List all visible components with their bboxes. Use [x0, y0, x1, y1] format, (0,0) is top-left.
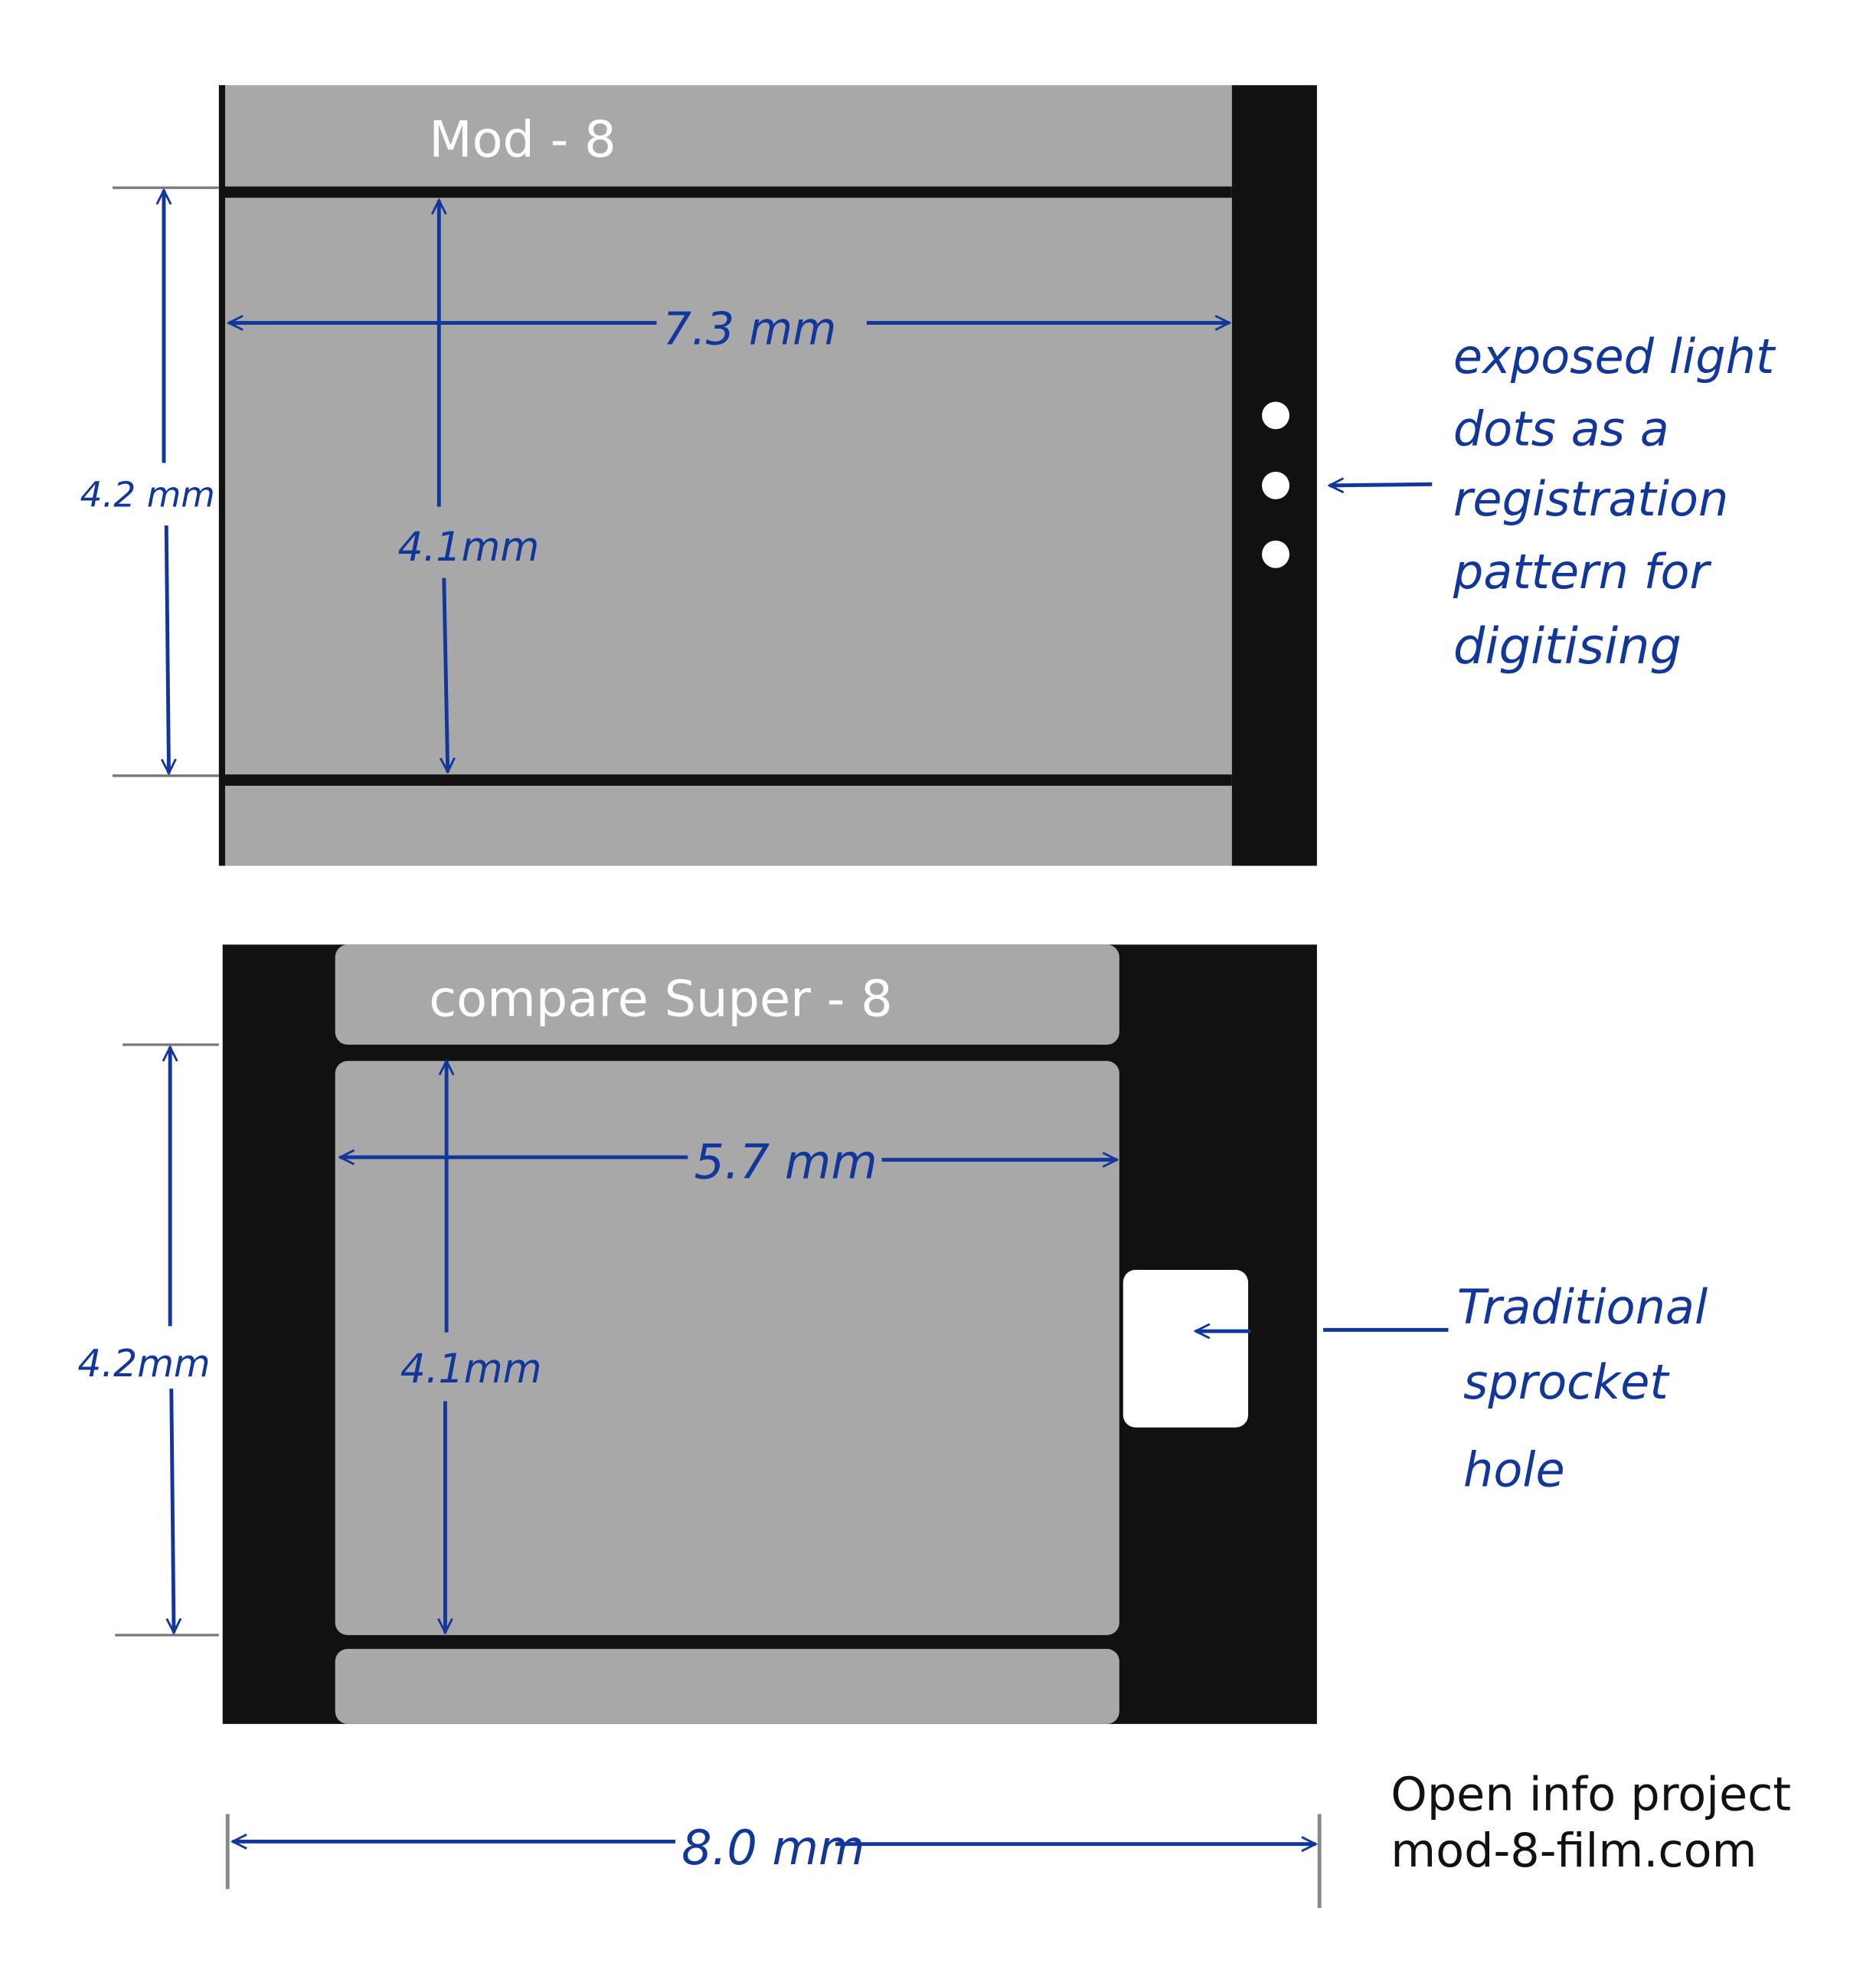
- film-width-dimension: 8.0 mm: [225, 1814, 1322, 1908]
- super8-film-strip: compare Super - 8: [222, 944, 1317, 1724]
- mod8-pitch-label: 4.2 mm: [80, 475, 215, 515]
- mod8-annotation-line: pattern for: [1453, 544, 1712, 600]
- registration-dot: [1262, 471, 1289, 499]
- mod8-frame-line-bottom: [221, 774, 1232, 786]
- mod8-height-arrow-down: [444, 577, 448, 772]
- footer-line-1: Open info project: [1391, 1768, 1791, 1822]
- mod8-annotation-line: dots as a: [1453, 401, 1669, 457]
- sprocket-hole: [1123, 1269, 1249, 1428]
- mod8-film-base: [221, 85, 1232, 866]
- mod8-dimensions: 7.3 mm 4.1mm 4.2 mm exposed light dots a…: [80, 186, 1776, 777]
- mod8-pitch-arrow-down: [166, 525, 168, 773]
- super8-annotation-line: hole: [1463, 1442, 1565, 1498]
- super8-dimensions: 5.7 mm 4.1mm 4.2mm Traditional sprocket …: [77, 1043, 1708, 1637]
- super8-annotation-line: sprocket: [1463, 1354, 1670, 1410]
- mod8-title: Mod - 8: [429, 110, 616, 168]
- registration-dot: [1262, 401, 1289, 430]
- super8-height-label: 4.1mm: [400, 1346, 542, 1392]
- mod8-width-label: 7.3 mm: [663, 302, 837, 355]
- mod8-film-strip: Mod - 8: [218, 85, 1317, 866]
- mod8-edge-line: [218, 85, 225, 866]
- mod8-annotation-line: registration: [1453, 471, 1728, 527]
- film-width-label: 8.0 mm: [681, 1820, 864, 1876]
- footer-line-2: mod-8-film.com: [1391, 1824, 1757, 1878]
- super8-pitch-label: 4.2mm: [77, 1342, 210, 1386]
- super8-frame-bottom: [335, 1648, 1119, 1724]
- registration-dot: [1262, 540, 1289, 568]
- super8-title: compare Super - 8: [429, 970, 892, 1028]
- mod8-frame-line-top: [221, 186, 1232, 198]
- super8-frame: [335, 1061, 1119, 1635]
- super8-annotation-line: Traditional: [1457, 1279, 1708, 1335]
- mod8-annotation-line: exposed light: [1453, 329, 1776, 384]
- mod8-height-label: 4.1mm: [397, 524, 539, 571]
- super8-frame-top: [335, 944, 1119, 1045]
- mod8-annotation-line: digitising: [1453, 617, 1682, 676]
- super8-width-label: 5.7 mm: [695, 1134, 878, 1190]
- registration-arrow: [1329, 484, 1433, 486]
- super8-pitch-arrow-down: [172, 1389, 174, 1632]
